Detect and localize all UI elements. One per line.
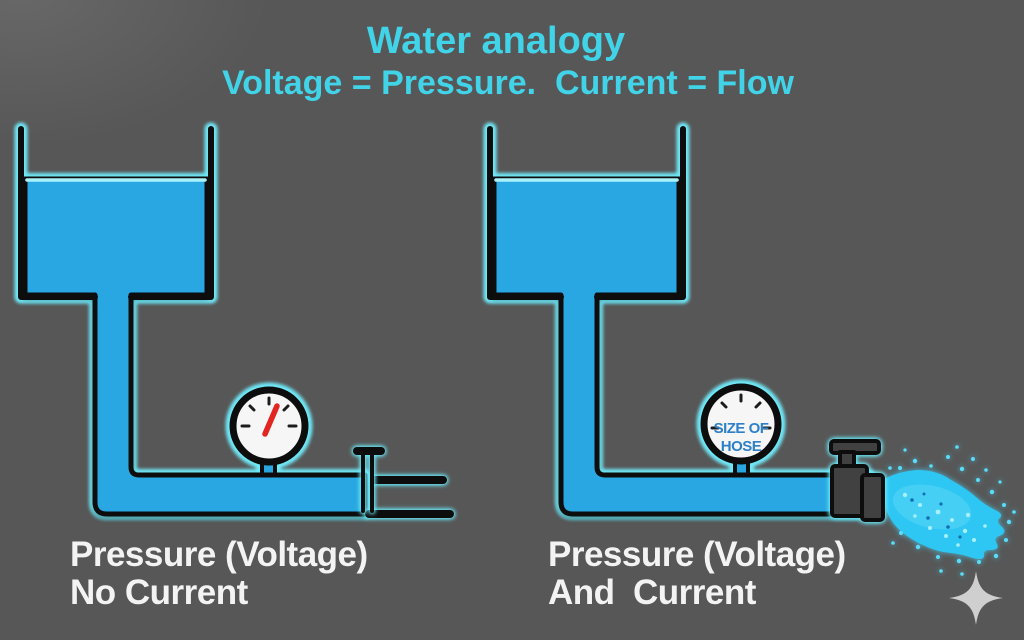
size-of-hose-gauge-icon: SIZE OF HOSE xyxy=(704,387,778,461)
water-spray-icon xyxy=(884,445,1016,576)
left-caption-line-2: No Current xyxy=(70,573,249,612)
closed-valve-icon xyxy=(353,447,385,513)
right-tank-and-pipe-diagram: SIZE OF HOSE xyxy=(490,129,1016,576)
title-line-2: Voltage = Pressure. Current = Flow xyxy=(222,64,794,102)
left-water-body xyxy=(25,179,365,514)
left-caption-line-1: Pressure (Voltage) xyxy=(70,535,368,574)
sparkle-icon xyxy=(949,571,1003,625)
pressure-gauge-icon xyxy=(233,390,305,462)
right-caption-line-2: And Current xyxy=(548,573,757,612)
empty-pipe-section xyxy=(365,476,454,518)
gauge-label-line-2: HOSE xyxy=(721,438,762,455)
faucet-nozzle xyxy=(860,473,885,522)
faucet-icon xyxy=(829,439,885,522)
title-line-1: Water analogy xyxy=(367,20,625,62)
gauge-label-line-1: SIZE OF xyxy=(714,420,769,437)
right-caption-line-1: Pressure (Voltage) xyxy=(548,535,846,574)
left-tank-and-pipe-diagram xyxy=(21,129,454,518)
gauge-needle-icon xyxy=(262,403,280,437)
